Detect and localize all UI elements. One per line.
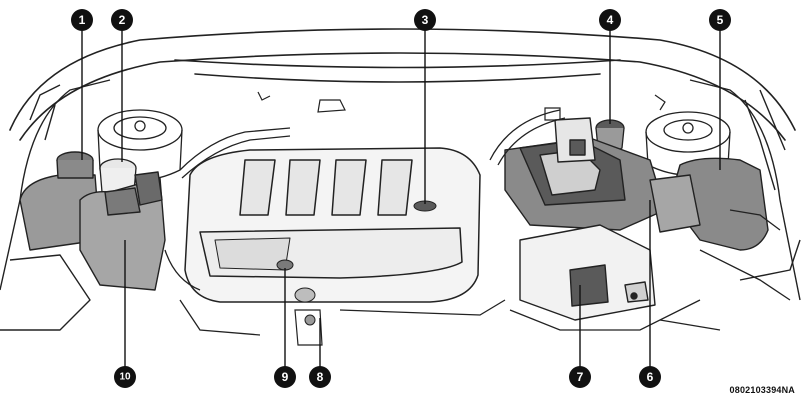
hoses-left	[164, 127, 291, 291]
leader-lines	[81, 22, 721, 375]
battery	[519, 224, 656, 321]
cowl-details	[257, 91, 666, 121]
hoses-right	[489, 109, 791, 331]
left-fender	[0, 79, 111, 331]
washer-fluid-reservoir	[79, 171, 166, 291]
air-cleaner-duct	[649, 157, 769, 251]
transmission-dipstick	[294, 287, 323, 346]
callout-5: 5	[709, 9, 731, 31]
callout-4-label: 4	[607, 13, 614, 27]
power-distribution-center	[504, 117, 666, 231]
callout-6-label: 6	[647, 370, 654, 384]
callout-7-label: 7	[577, 370, 584, 384]
callout-1: 1	[71, 9, 93, 31]
callout-6: 6	[639, 366, 661, 388]
callout-1-label: 1	[79, 13, 86, 27]
callout-10: 10	[114, 366, 136, 388]
callout-9: 9	[274, 366, 296, 388]
radiator-support	[179, 299, 721, 336]
callout-9-label: 9	[282, 370, 289, 384]
engine-cover	[184, 147, 481, 303]
callout-3-label: 3	[422, 13, 429, 27]
callout-5-label: 5	[717, 13, 724, 27]
callout-2: 2	[111, 9, 133, 31]
hood-outline	[9, 28, 796, 141]
callout-8-label: 8	[317, 370, 324, 384]
callout-7: 7	[569, 366, 591, 388]
callout-3: 3	[414, 9, 436, 31]
figure-code: 0802103394NA	[729, 385, 795, 395]
callout-8: 8	[309, 366, 331, 388]
callout-2-label: 2	[119, 13, 126, 27]
callout-10-label: 10	[119, 372, 131, 383]
callout-4: 4	[599, 9, 621, 31]
right-fender	[689, 79, 801, 301]
